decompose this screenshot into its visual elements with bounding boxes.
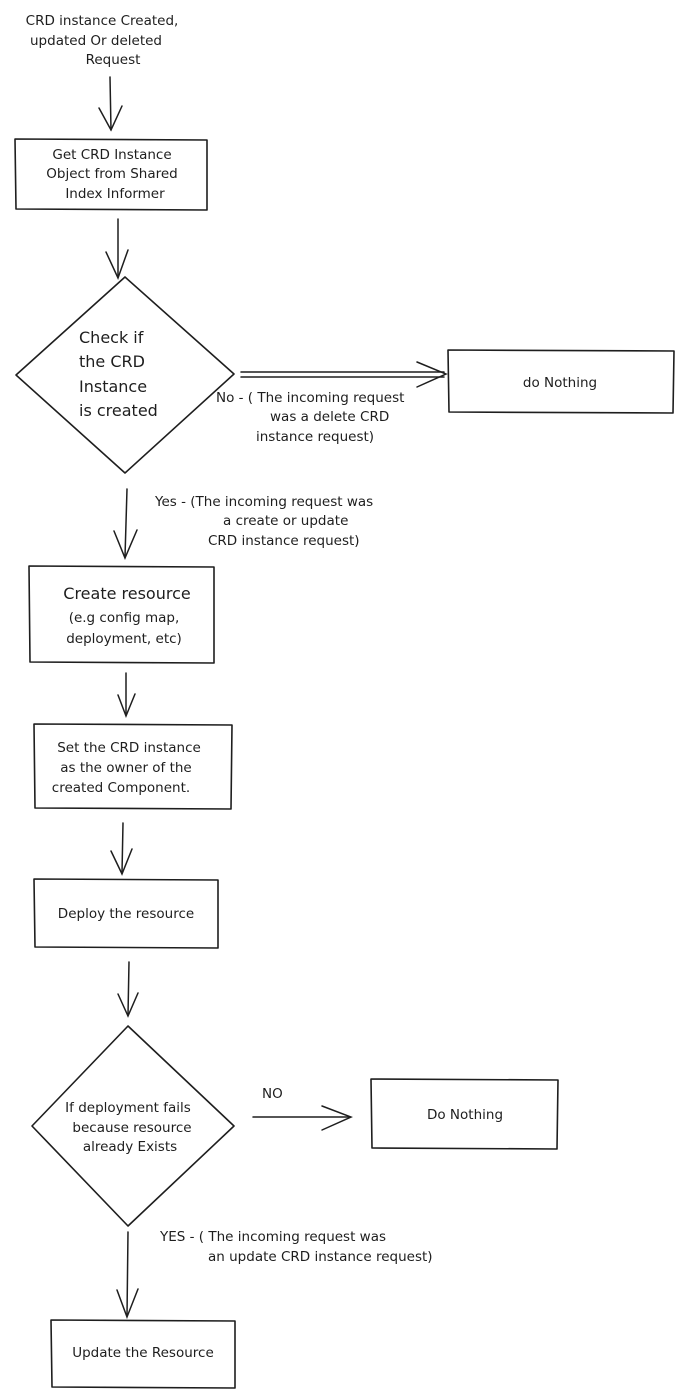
start-text-line-1: CRD instance Created, (26, 13, 179, 29)
start-text-line-2: updated Or deleted (30, 33, 162, 49)
start-text-line-3: Request (86, 52, 141, 68)
create-resource-line-3: deployment, etc) (66, 631, 182, 647)
arrow-fail-check-to-update (116, 1231, 139, 1320)
get-object-line-3: Index Informer (65, 186, 165, 202)
check-created-decision: Check if the CRD Instance is created (15, 276, 235, 474)
no-branch-label: No - ( The incoming request was a delete… (216, 390, 404, 445)
get-object-line-2: Object from Shared (46, 166, 178, 182)
arrow-check-to-do-nothing (240, 361, 448, 388)
create-resource-line-1: Create resource (63, 584, 190, 603)
no-branch-line-3: instance request) (256, 429, 374, 445)
create-resource-box: Create resource (e.g config map, deploym… (28, 565, 215, 664)
create-resource-line-2: (e.g config map, (69, 610, 180, 626)
yes-branch-line-2: a create or update (223, 513, 348, 529)
no-branch-line-2: was a delete CRD (270, 409, 389, 425)
update-resource-box: Update the Resource (50, 1319, 236, 1389)
yes-update-line-1: YES - ( The incoming request was (159, 1229, 386, 1245)
arrow-fail-check-to-do-nothing (252, 1105, 353, 1131)
check-created-line-1: Check if (79, 328, 144, 347)
check-created-line-2: the CRD (79, 352, 145, 371)
set-owner-line-3: created Component. (52, 780, 190, 796)
deploy-fails-line-3: already Exists (83, 1139, 177, 1155)
arrow-get-object-to-check (105, 218, 129, 280)
do-nothing-box-2: Do Nothing (370, 1078, 559, 1150)
check-created-line-3: Instance (79, 377, 147, 396)
arrow-start-to-get-object (98, 76, 123, 132)
get-object-box: Get CRD Instance Object from Shared Inde… (14, 138, 208, 211)
do-nothing-1-text: do Nothing (523, 375, 597, 391)
set-owner-line-2: as the owner of the (60, 760, 192, 776)
deploy-fails-line-2: because resource (72, 1120, 191, 1136)
yes-update-label: YES - ( The incoming request was an upda… (159, 1229, 433, 1265)
yes-update-line-2: an update CRD instance request) (208, 1249, 433, 1265)
update-resource-text: Update the Resource (72, 1345, 214, 1361)
deploy-fails-decision: If deployment fails because resource alr… (31, 1025, 235, 1227)
yes-branch-line-1: Yes - (The incoming request was (154, 494, 373, 510)
yes-branch-label: Yes - (The incoming request was a create… (154, 494, 373, 549)
arrow-check-to-create (113, 488, 138, 560)
deploy-fails-line-1: If deployment fails (65, 1100, 191, 1116)
do-nothing-2-text: Do Nothing (427, 1107, 503, 1123)
deploy-text: Deploy the resource (58, 906, 194, 922)
arrow-deploy-to-fail-check (117, 961, 139, 1018)
no-label-2: NO (262, 1086, 283, 1102)
get-object-line-1: Get CRD Instance (52, 147, 171, 163)
start-request-text: CRD instance Created, updated Or deleted… (26, 13, 179, 68)
no-branch-line-1: No - ( The incoming request (216, 390, 404, 406)
yes-branch-line-3: CRD instance request) (208, 533, 360, 549)
set-owner-box: Set the CRD instance as the owner of the… (33, 723, 233, 810)
do-nothing-box-1: do Nothing (447, 349, 675, 414)
set-owner-line-1: Set the CRD instance (57, 740, 201, 756)
deploy-box: Deploy the resource (33, 878, 219, 949)
arrow-set-owner-to-deploy (110, 822, 133, 876)
arrow-create-to-set-owner (117, 672, 136, 719)
check-created-line-4: is created (79, 401, 158, 420)
